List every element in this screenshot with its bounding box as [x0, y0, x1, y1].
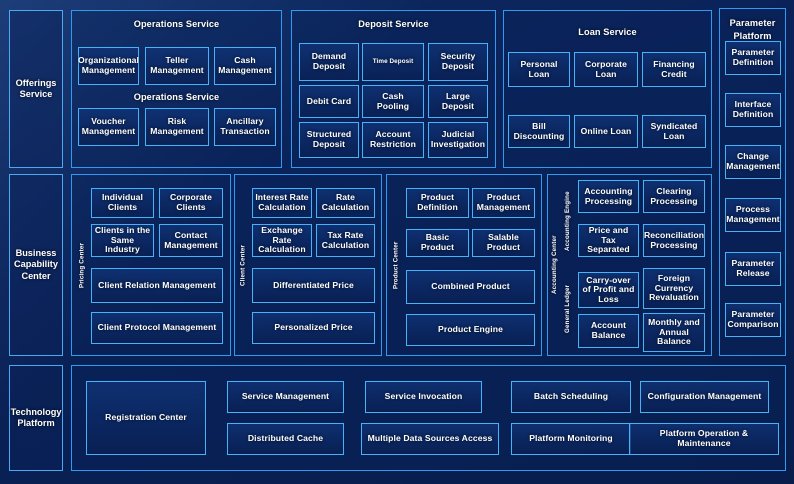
- card-security-deposit[interactable]: Security Deposit: [428, 43, 488, 81]
- vlabel-general-ledger: General Ledger: [564, 284, 571, 334]
- card-registration-center[interactable]: Registration Center: [86, 381, 206, 455]
- row-label-technology-platform: Technology Platform: [9, 365, 63, 471]
- card-cash-pooling[interactable]: Cash Pooling: [362, 85, 424, 118]
- card-service-invocation[interactable]: Service Invocation: [365, 381, 482, 413]
- card-product-engine[interactable]: Product Engine: [406, 314, 535, 346]
- card-differentiated-price[interactable]: Differentiated Price: [252, 268, 375, 303]
- card-parameter-release[interactable]: Parameter Release: [725, 252, 781, 286]
- card-reconciliation-processing[interactable]: Reconciliation Processing: [643, 224, 705, 257]
- group-subtitle-operations-service: Operations Service: [133, 92, 220, 102]
- group-title-deposit-service: Deposit Service: [358, 19, 429, 29]
- parameter-platform-title-line1: Parameter: [729, 18, 776, 28]
- card-tax-rate-calculation[interactable]: Tax Rate Calculation: [316, 224, 375, 257]
- card-product-management[interactable]: Product Management: [472, 188, 535, 218]
- row-label-text: Business Capability Center: [14, 247, 58, 281]
- card-contact-management[interactable]: Contact Management: [159, 224, 223, 257]
- vlabel-pricing-center: Pricing Center: [78, 242, 86, 288]
- card-account-restriction[interactable]: Account Restriction: [362, 122, 424, 158]
- card-exchange-rate-calculation[interactable]: Exchange Rate Calculation: [252, 224, 312, 257]
- card-product-definition[interactable]: Product Definition: [406, 188, 469, 218]
- card-client-protocol-management[interactable]: Client Protocol Management: [91, 312, 223, 344]
- card-monthly-and-annual-balance[interactable]: Monthly and Annual Balance: [643, 313, 705, 352]
- row-label-offerings-service: Offerings Service: [9, 10, 63, 168]
- card-demand-deposit[interactable]: Demand Deposit: [299, 43, 359, 81]
- card-change-management[interactable]: Change Management: [725, 145, 781, 179]
- card-individual-clients[interactable]: Individual Clients: [91, 188, 154, 218]
- card-foreign-currency-revaluation[interactable]: Foreign Currency Revaluation: [643, 268, 705, 309]
- card-online-loan[interactable]: Online Loan: [574, 115, 638, 148]
- card-large-deposit[interactable]: Large Deposit: [428, 85, 488, 118]
- row-label-text: Technology Platform: [10, 406, 62, 429]
- card-personalized-price[interactable]: Personalized Price: [252, 312, 375, 344]
- card-risk-management[interactable]: Risk Management: [145, 108, 209, 146]
- card-clearing-processing[interactable]: Clearing Processing: [643, 180, 705, 213]
- card-service-management[interactable]: Service Management: [227, 381, 344, 413]
- card-combined-product[interactable]: Combined Product: [406, 270, 535, 304]
- card-carry-over-of-profit-and-loss[interactable]: Carry-over of Profit and Loss: [578, 272, 639, 308]
- parameter-platform-title-line2: Platform: [733, 31, 772, 41]
- card-time-deposit[interactable]: Time Deposit: [362, 43, 424, 81]
- card-salable-product[interactable]: Salable Product: [472, 229, 535, 257]
- card-judicial-investigation[interactable]: Judicial Investigation: [428, 122, 488, 158]
- card-multiple-data-sources-access[interactable]: Multiple Data Sources Access: [361, 423, 499, 455]
- card-account-balance[interactable]: Account Balance: [578, 314, 639, 348]
- card-parameter-comparison[interactable]: Parameter Comparison: [725, 303, 781, 337]
- card-cash-management[interactable]: Cash Management: [214, 47, 276, 85]
- card-corporate-loan[interactable]: Corporate Loan: [574, 52, 638, 87]
- card-organizational-management[interactable]: Organizational Management: [78, 47, 139, 85]
- group-title-loan-service: Loan Service: [578, 27, 637, 37]
- vlabel-product-center: Product Center: [392, 241, 400, 289]
- card-platform-operation-and-maintenance[interactable]: Platform Operation & Maintenance: [629, 423, 779, 455]
- card-bill-discounting[interactable]: Bill Discounting: [508, 115, 570, 148]
- card-distributed-cache[interactable]: Distributed Cache: [227, 423, 344, 455]
- vlabel-client-center: Client Center: [239, 244, 247, 286]
- card-parameter-definition[interactable]: Parameter Definition: [725, 41, 781, 75]
- row-label-business-capability-center: Business Capability Center: [9, 174, 63, 356]
- row-label-text: Offerings Service: [15, 77, 57, 100]
- group-title-operations-service: Operations Service: [133, 19, 220, 29]
- card-price-and-tax-separated[interactable]: Price and Tax Separated: [578, 224, 639, 257]
- card-configuration-management[interactable]: Configuration Management: [640, 381, 769, 413]
- card-structured-deposit[interactable]: Structured Deposit: [299, 122, 359, 158]
- card-debit-card[interactable]: Debit Card: [299, 85, 359, 118]
- card-accounting-processing[interactable]: Accounting Processing: [578, 180, 639, 213]
- vlabel-accounting-center: Accounting Center: [551, 235, 558, 295]
- card-ancillary-transaction[interactable]: Ancillary Transaction: [214, 108, 276, 146]
- card-corporate-clients[interactable]: Corporate Clients: [159, 188, 223, 218]
- card-clients-in-the-same-industry[interactable]: Clients in the Same Industry: [91, 224, 154, 257]
- card-financing-credit[interactable]: Financing Credit: [642, 52, 706, 87]
- card-batch-scheduling[interactable]: Batch Scheduling: [511, 381, 631, 413]
- card-syndicated-loan[interactable]: Syndicated Loan: [642, 115, 706, 148]
- card-client-relation-management[interactable]: Client Relation Management: [91, 268, 223, 303]
- card-personal-loan[interactable]: Personal Loan: [508, 52, 570, 87]
- card-platform-monitoring[interactable]: Platform Monitoring: [511, 423, 631, 455]
- card-rate-calculation[interactable]: Rate Calculation: [316, 188, 375, 218]
- card-voucher-management[interactable]: Voucher Management: [78, 108, 139, 146]
- card-process-management[interactable]: Process Management: [725, 198, 781, 232]
- card-interest-rate-calculation[interactable]: Interest Rate Calculation: [252, 188, 312, 218]
- card-basic-product[interactable]: Basic Product: [406, 229, 469, 257]
- card-interface-definition[interactable]: Interface Definition: [725, 93, 781, 127]
- card-teller-management[interactable]: Teller Management: [145, 47, 209, 85]
- vlabel-accounting-engine: Accounting Engine: [564, 191, 571, 251]
